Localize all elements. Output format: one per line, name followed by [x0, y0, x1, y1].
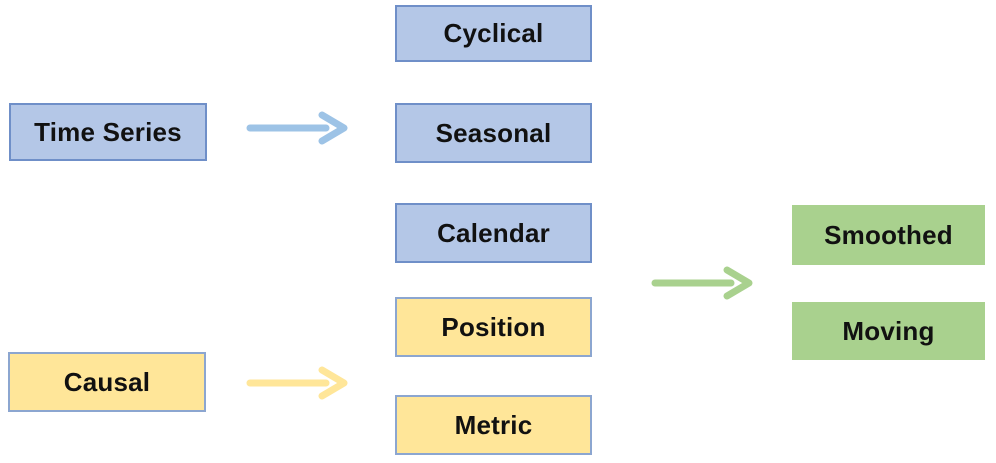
node-smoothed: Smoothed	[792, 205, 985, 265]
node-causal: Causal	[8, 352, 206, 412]
right-arrow-icon	[246, 111, 348, 145]
node-metric-label: Metric	[454, 409, 533, 440]
node-cyclical-label: Cyclical	[443, 18, 544, 48]
right-arrow-icon	[651, 266, 753, 300]
node-causal-label: Causal	[63, 366, 151, 397]
node-moving-label: Moving	[842, 315, 935, 346]
node-position: Position	[395, 297, 592, 357]
node-time-series: Time Series	[9, 103, 207, 161]
node-seasonal-label: Seasonal	[435, 117, 552, 148]
node-calendar-label: Calendar	[437, 217, 550, 248]
node-metric: Metric	[395, 395, 592, 455]
node-position-label: Position	[441, 311, 546, 342]
node-seasonal: Seasonal	[395, 103, 592, 163]
right-arrow-icon	[246, 366, 348, 400]
node-smoothed-label: Smoothed	[824, 219, 953, 250]
node-time-series-label: Time Series	[34, 116, 182, 147]
node-cyclical: Cyclical	[395, 5, 592, 62]
node-calendar: Calendar	[395, 203, 592, 263]
node-moving: Moving	[792, 302, 985, 360]
